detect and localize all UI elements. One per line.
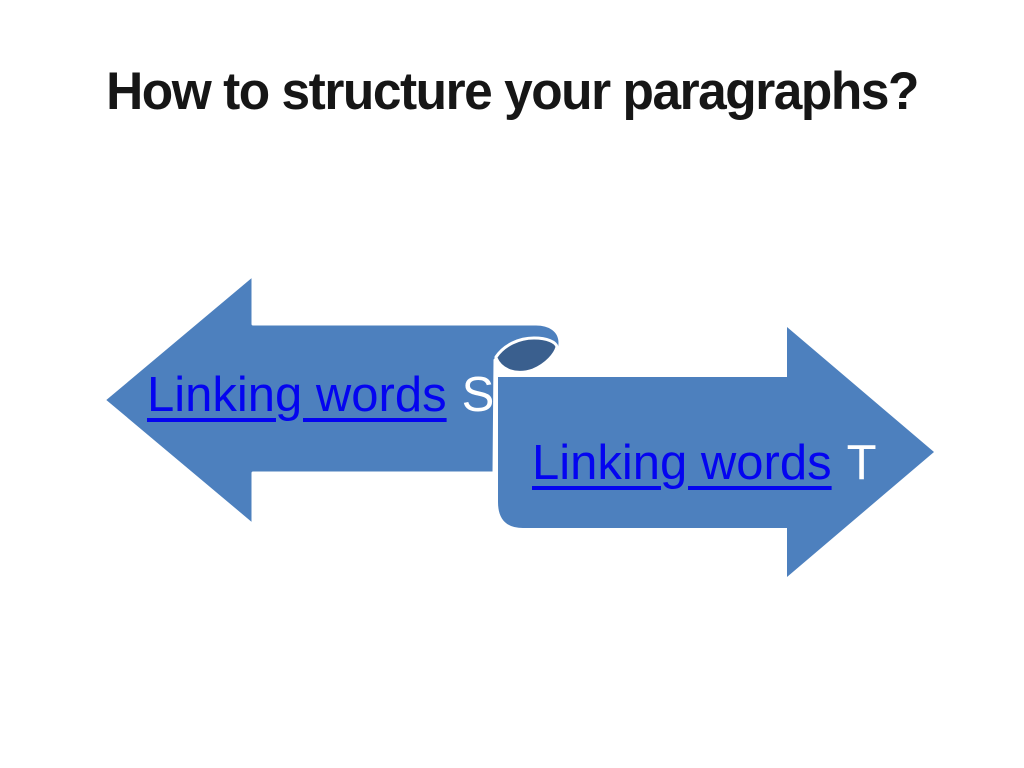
left-linking-words-link[interactable]: Linking words — [147, 368, 447, 422]
left-arrow-shape — [102, 273, 562, 527]
right-suffix-letter: T — [846, 436, 877, 490]
left-arrow-label: Linking words S — [147, 371, 494, 420]
left-suffix-letter: S — [461, 368, 495, 422]
right-arrow-label: Linking words T — [532, 439, 877, 488]
right-linking-words-link[interactable]: Linking words — [532, 436, 832, 490]
ribbon-fold-shape — [494, 336, 559, 374]
slide-title: How to structure your paragraphs? — [106, 62, 919, 121]
right-arrow-shape — [498, 327, 934, 577]
